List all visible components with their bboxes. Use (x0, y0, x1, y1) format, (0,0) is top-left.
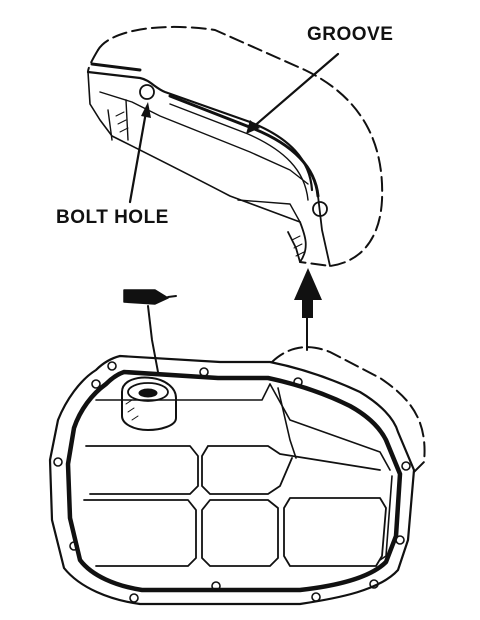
pan-bolt-hole (369, 579, 379, 589)
upper-cover-top-edge (87, 49, 99, 73)
groove-channel-inner (169, 103, 309, 201)
upper-cover-hatching (115, 111, 305, 257)
direction-arrow-head (294, 268, 322, 300)
pan-bolt-hole (293, 377, 303, 387)
pan-bolt-hole (395, 535, 405, 545)
groove-channel-outer (90, 62, 320, 198)
oil-pan-bolt-holes (53, 361, 411, 603)
bolt-hole-leader-arrowhead (141, 102, 151, 118)
oil-pan-inner-edge (95, 383, 393, 561)
groove-label: GROOVE (307, 24, 394, 45)
oil-pan-rib-vertical (277, 387, 297, 459)
pan-bolt-hole (129, 593, 139, 603)
upper-bolt-hole-left (139, 84, 155, 100)
pan-bolt-hole (53, 457, 63, 467)
upper-cover (86, 25, 384, 267)
groove-leader-arrowhead (246, 120, 260, 134)
direction-arrow (294, 268, 322, 351)
upper-cover-outline (97, 25, 384, 267)
pan-bolt-hole (401, 461, 411, 471)
oil-pan-seal-bead (65, 369, 403, 593)
oil-pan-panel-grid (83, 445, 387, 567)
upper-bolt-hole-right (312, 201, 328, 217)
bolt-hole-label: BOLT HOLE (56, 207, 169, 228)
pan-bolt-hole (311, 592, 321, 602)
upper-cover-left-wall (87, 71, 301, 223)
oil-pan (48, 346, 426, 606)
bolt-hole-leader-line (128, 110, 148, 204)
sealant-bead-leader (147, 305, 159, 373)
oil-pan-dashed-outline (271, 346, 426, 477)
upper-cover-right-flange (317, 195, 331, 267)
drain-plug (138, 388, 158, 398)
drain-boss-hatching (125, 399, 139, 421)
sealant-tube-nozzle (167, 295, 177, 298)
drain-boss-top (127, 382, 169, 402)
pan-bolt-hole (69, 541, 79, 551)
leader-lines (128, 52, 340, 204)
upper-cover-lower-flange (287, 221, 307, 263)
upper-cover-face (99, 91, 309, 185)
pan-bolt-hole (91, 379, 101, 389)
sealant-tube (123, 289, 177, 373)
pan-bolt-hole (107, 361, 117, 371)
pan-bolt-hole (211, 581, 221, 591)
upper-cover-inner-rib (107, 99, 301, 223)
sealant-tube-body (123, 289, 169, 305)
groove-leader-line (250, 52, 340, 130)
oil-pan-drain-boss (121, 376, 177, 431)
oil-pan-outer-flange (48, 354, 416, 606)
direction-arrow-shaft (302, 298, 313, 318)
pan-bolt-hole (199, 367, 209, 377)
